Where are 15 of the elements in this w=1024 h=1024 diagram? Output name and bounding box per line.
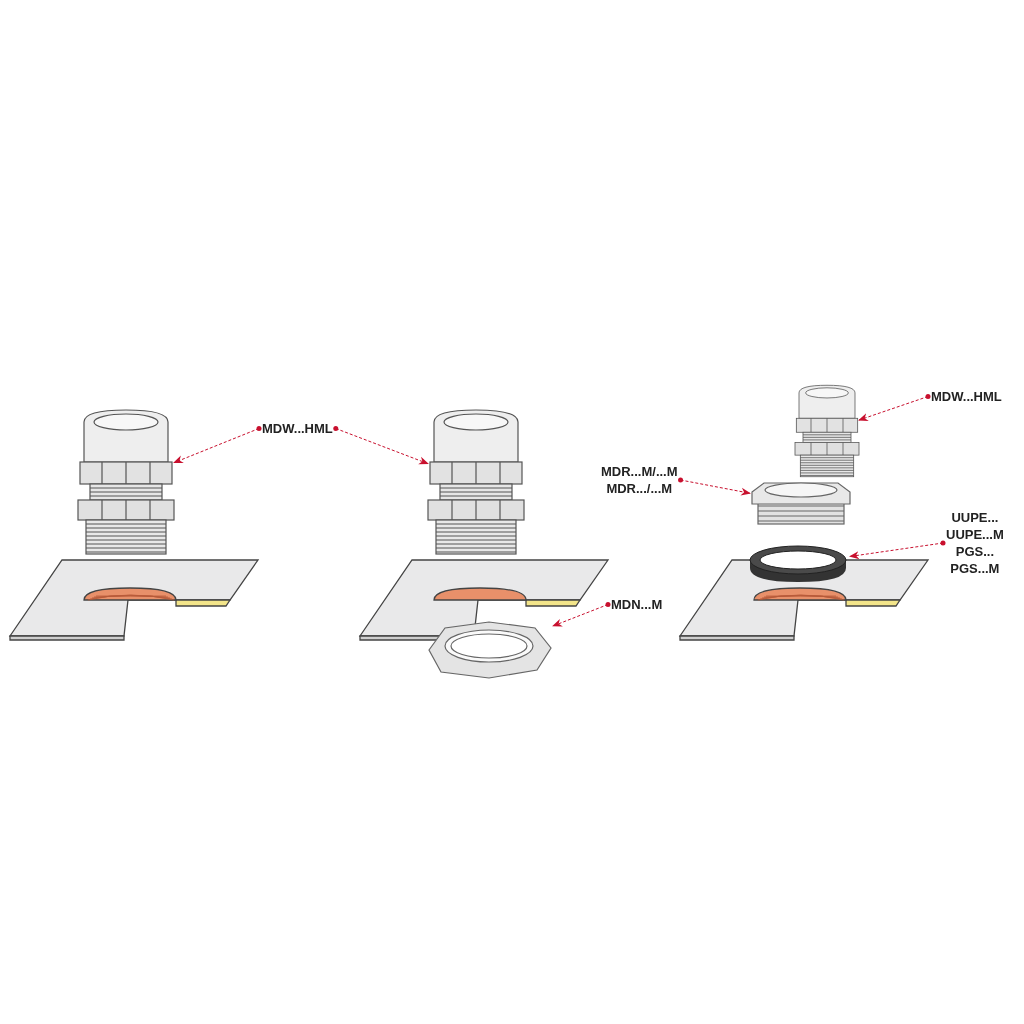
leader-line (173, 426, 262, 464)
leader-line (333, 426, 429, 465)
part-code-label: UUPE...M (946, 526, 1004, 543)
part-code-label: PGS... (955, 543, 995, 560)
part-code-label: MDW...HML (931, 388, 1002, 405)
leader-line (552, 602, 611, 627)
part-code-label: PGS...M (950, 560, 1000, 577)
part-code-label: MDR.../...M (606, 480, 673, 497)
leader-line (858, 394, 931, 421)
part-code-label: MDN...M (611, 596, 663, 613)
part-code-label: MDR...M/...M (601, 463, 678, 480)
leader-line (849, 540, 946, 560)
part-code-label: MDW...HML (262, 420, 333, 437)
part-code-label: UUPE... (951, 509, 999, 526)
leader-line (678, 477, 751, 496)
